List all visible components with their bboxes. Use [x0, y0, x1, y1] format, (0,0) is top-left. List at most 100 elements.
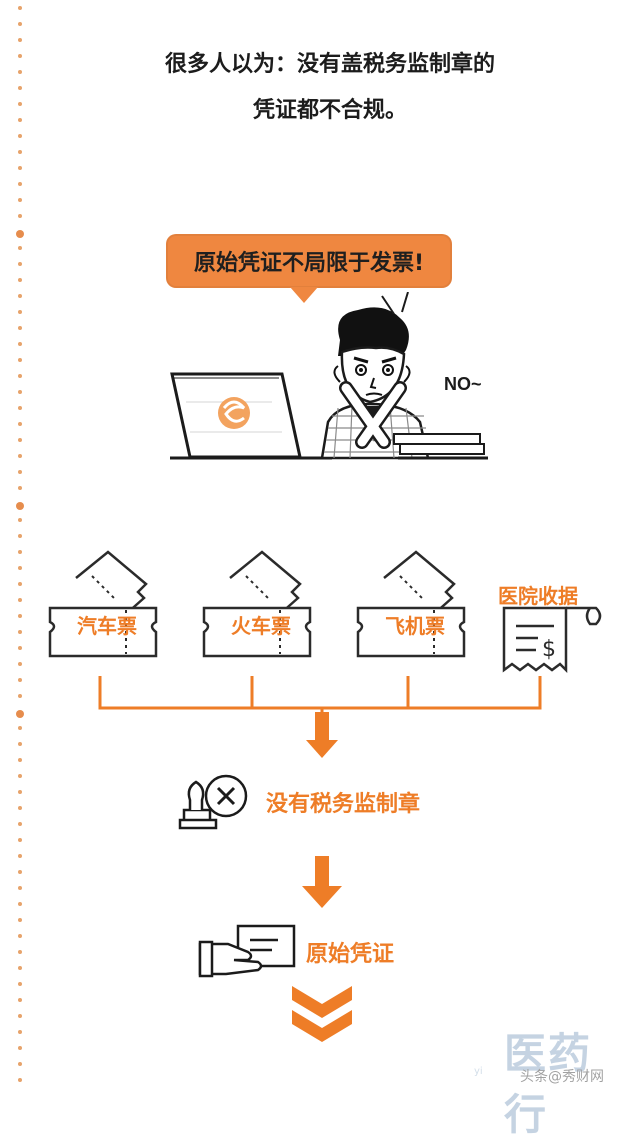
- dot: [18, 294, 22, 298]
- no-exclamation: NO~: [444, 374, 482, 394]
- ticket-bus: 汽车票: [46, 548, 164, 664]
- dot: [18, 966, 22, 970]
- dot: [18, 390, 22, 394]
- dot: [18, 310, 22, 314]
- dot: [18, 262, 22, 266]
- dot: [18, 790, 22, 794]
- dot-marker: [16, 502, 24, 510]
- ticket-plane-label: 飞机票: [385, 614, 445, 638]
- dot: [18, 982, 22, 986]
- dot: [18, 22, 22, 26]
- dollar-sign: $: [542, 637, 556, 662]
- dot: [18, 534, 22, 538]
- speech-bubble: 原始凭证不局限于发票!: [166, 234, 452, 288]
- stamp-cross-icon: [178, 774, 248, 830]
- speech-bubble-tail: [290, 287, 318, 303]
- dot: [18, 278, 22, 282]
- page: 很多人以为：没有盖税务监制章的 凭证都不合规。 原始凭证不局限于发票!: [16, 0, 634, 1139]
- dot: [18, 758, 22, 762]
- dot: [18, 134, 22, 138]
- dot: [18, 38, 22, 42]
- dot: [18, 454, 22, 458]
- dot: [18, 246, 22, 250]
- dot: [18, 438, 22, 442]
- dot: [18, 950, 22, 954]
- double-chevron-down-icon: [292, 986, 352, 1018]
- bus-ticket-icon: [48, 550, 158, 658]
- dot: [18, 662, 22, 666]
- dot: [18, 118, 22, 122]
- dot: [18, 998, 22, 1002]
- arrow-down-icon-2: [302, 886, 342, 908]
- dot: [18, 358, 22, 362]
- dot: [18, 6, 22, 10]
- arrow-down-icon: [306, 740, 338, 758]
- dot: [18, 646, 22, 650]
- dot: [18, 518, 22, 522]
- dot: [18, 422, 22, 426]
- dot: [18, 470, 22, 474]
- receipt-hospital-label: 医院收据: [498, 584, 578, 608]
- dot: [18, 70, 22, 74]
- dot: [18, 150, 22, 154]
- dot: [18, 806, 22, 810]
- dot: [18, 934, 22, 938]
- dot: [18, 630, 22, 634]
- dot: [18, 326, 22, 330]
- ticket-train: 火车票: [200, 548, 318, 664]
- speech-bubble-text: 原始凭证不局限于发票!: [193, 251, 425, 276]
- dot: [18, 102, 22, 106]
- dot: [18, 182, 22, 186]
- dot: [18, 614, 22, 618]
- dot: [18, 1046, 22, 1050]
- watermark: 医药行 yi 头条@秀财网: [474, 1020, 634, 1139]
- page-heading: 很多人以为：没有盖税务监制章的 凭证都不合规。: [80, 42, 580, 134]
- dot: [18, 1078, 22, 1082]
- dot: [18, 870, 22, 874]
- receipt-icon: $: [502, 606, 602, 674]
- dot: [18, 86, 22, 90]
- dot: [18, 198, 22, 202]
- dot: [18, 822, 22, 826]
- dot: [18, 1030, 22, 1034]
- dot: [18, 1062, 22, 1066]
- dot: [18, 166, 22, 170]
- dot: [18, 54, 22, 58]
- dot: [18, 406, 22, 410]
- dot: [18, 918, 22, 922]
- bracket-line: [98, 676, 542, 710]
- dot: [18, 598, 22, 602]
- watermark-source: 头条@秀财网: [520, 1069, 604, 1085]
- watermark-tiny: yi: [474, 1066, 483, 1077]
- ticket-plane: 飞机票: [354, 548, 472, 664]
- illustration-man-at-laptop: NO~: [170, 292, 488, 460]
- heading-line-1: 很多人以为：没有盖税务监制章的: [164, 52, 495, 77]
- dot: [18, 694, 22, 698]
- dot: [18, 886, 22, 890]
- dot: [18, 742, 22, 746]
- ticket-bus-label: 汽车票: [77, 614, 137, 638]
- decorative-dotted-line: [16, 0, 26, 1090]
- dot: [18, 678, 22, 682]
- dot: [18, 566, 22, 570]
- dot: [18, 838, 22, 842]
- dot: [18, 1014, 22, 1018]
- ticket-train-label: 火车票: [231, 614, 291, 638]
- dot: [18, 582, 22, 586]
- flow-connectors: [98, 676, 542, 1042]
- hand-document-icon: [198, 924, 296, 978]
- dot: [18, 854, 22, 858]
- dot: [18, 726, 22, 730]
- step-no-tax-stamp: 没有税务监制章: [266, 792, 421, 817]
- plane-ticket-icon: [356, 550, 466, 658]
- heading-line-2: 凭证都不合规。: [252, 98, 407, 123]
- dot: [18, 902, 22, 906]
- train-ticket-icon: [202, 550, 312, 658]
- receipt-hospital: $ 医院收据: [486, 580, 610, 680]
- dot: [18, 774, 22, 778]
- dot: [18, 550, 22, 554]
- step-original-voucher: 原始凭证: [306, 942, 395, 967]
- dot-marker: [16, 230, 24, 238]
- dot: [18, 374, 22, 378]
- dot: [18, 486, 22, 490]
